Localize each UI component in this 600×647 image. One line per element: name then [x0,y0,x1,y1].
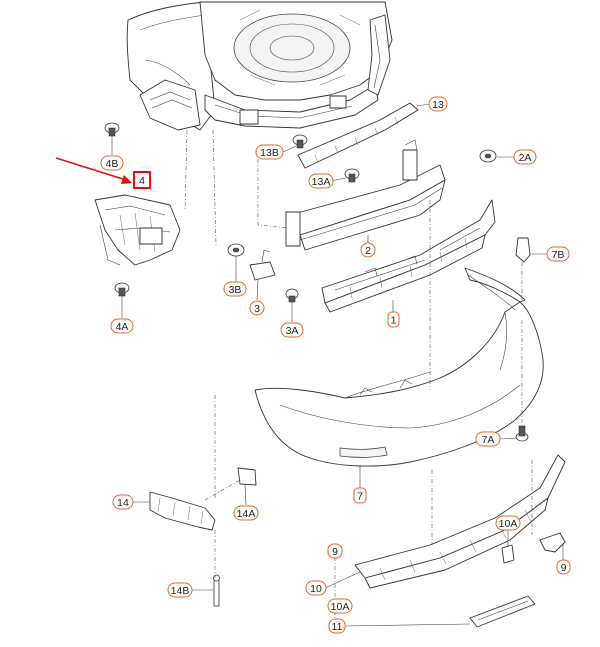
callout-14b[interactable]: 14B [167,582,193,598]
svg-text:9: 9 [332,546,338,558]
svg-text:14B: 14B [171,585,190,597]
svg-text:7: 7 [357,491,363,503]
callout-9-right[interactable]: 9 [556,559,571,575]
svg-text:2A: 2A [519,152,532,164]
callout-4-highlighted[interactable]: 4 [133,171,151,189]
svg-text:11: 11 [332,621,343,633]
bumper-cover [254,267,544,467]
svg-text:14A: 14A [237,508,256,520]
callout-3b[interactable]: 3B [223,281,247,297]
callout-7[interactable]: 7 [353,487,367,504]
callout-13[interactable]: 13 [428,96,448,112]
impact-absorber-bar [285,139,446,251]
fasteners [104,102,531,442]
callout-1[interactable]: 1 [387,311,400,328]
vehicle-rear-body [126,1,393,131]
callout-14[interactable]: 14 [112,494,134,510]
callout-7b[interactable]: 7B [546,246,570,262]
side-guide-bracket [94,194,181,266]
svg-text:3B: 3B [229,284,242,296]
callout-4b[interactable]: 4B [100,155,124,171]
svg-text:13A: 13A [312,176,331,188]
svg-text:3: 3 [254,303,260,315]
svg-text:4: 4 [139,175,145,187]
callout-2a[interactable]: 2A [513,149,537,165]
svg-text:9: 9 [561,562,567,574]
red-indicator-arrow [55,157,132,184]
callout-labels: 13 13B 13A 2A 2 7B 1 4B [100,96,571,634]
callout-13b[interactable]: 13B [255,144,284,160]
callout-14a[interactable]: 14A [233,505,259,521]
callout-7a[interactable]: 7A [475,431,501,447]
callout-4a[interactable]: 4A [110,318,134,334]
lower-diffuser [354,454,566,628]
lower-bracket [149,467,257,607]
svg-text:13: 13 [432,99,444,111]
svg-text:4A: 4A [116,321,129,333]
callout-10a-left[interactable]: 10A [327,598,353,614]
svg-text:10A: 10A [499,518,518,530]
svg-text:2: 2 [365,245,371,257]
svg-text:14: 14 [117,497,129,509]
callout-3[interactable]: 3 [249,300,265,316]
callout-9-left[interactable]: 9 [327,543,343,559]
callout-2[interactable]: 2 [360,242,376,258]
callout-3a[interactable]: 3A [280,322,304,338]
callout-10[interactable]: 10 [305,580,327,596]
svg-text:4B: 4B [106,158,119,170]
callout-11[interactable]: 11 [328,618,346,634]
svg-text:10A: 10A [331,601,350,613]
svg-text:13B: 13B [260,147,279,159]
energy-absorber-foam [321,199,496,313]
svg-text:7B: 7B [552,249,565,261]
svg-text:3A: 3A [286,325,299,337]
svg-text:1: 1 [391,315,397,327]
svg-text:10: 10 [310,583,322,595]
svg-text:7A: 7A [482,434,495,446]
callout-10a-right[interactable]: 10A [495,515,521,531]
callout-13a[interactable]: 13A [308,173,334,189]
